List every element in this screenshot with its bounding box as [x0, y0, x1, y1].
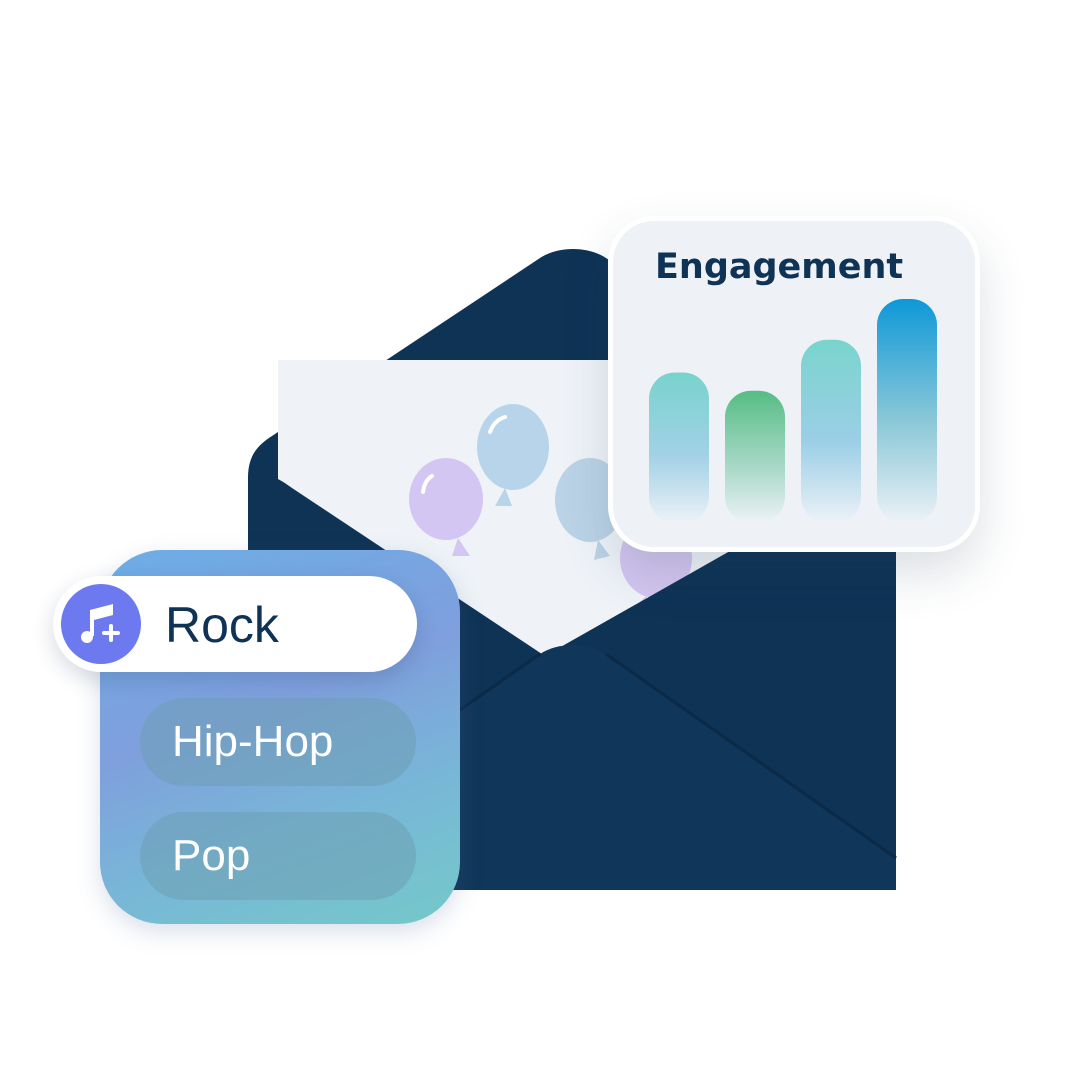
genre-option-rock-selected[interactable]: Rock	[53, 576, 417, 672]
engagement-bar-chart	[649, 299, 937, 523]
engagement-bar	[877, 299, 937, 523]
balloon-icon	[409, 458, 483, 556]
genre-option-label: Rock	[165, 597, 279, 653]
engagement-bar	[801, 339, 861, 523]
music-note-add-icon	[61, 584, 141, 664]
genre-option-label: Pop	[172, 831, 251, 880]
balloon-icon	[555, 458, 625, 560]
engagement-bar	[649, 372, 709, 523]
engagement-card: Engagement	[608, 216, 980, 552]
engagement-title: Engagement	[655, 247, 904, 287]
genre-option-pop[interactable]: Pop	[140, 812, 416, 900]
genre-option-hip-hop[interactable]: Hip-Hop	[140, 698, 416, 786]
balloon-icon	[477, 404, 549, 506]
engagement-bar	[725, 390, 785, 523]
genre-option-label: Hip-Hop	[172, 717, 334, 766]
